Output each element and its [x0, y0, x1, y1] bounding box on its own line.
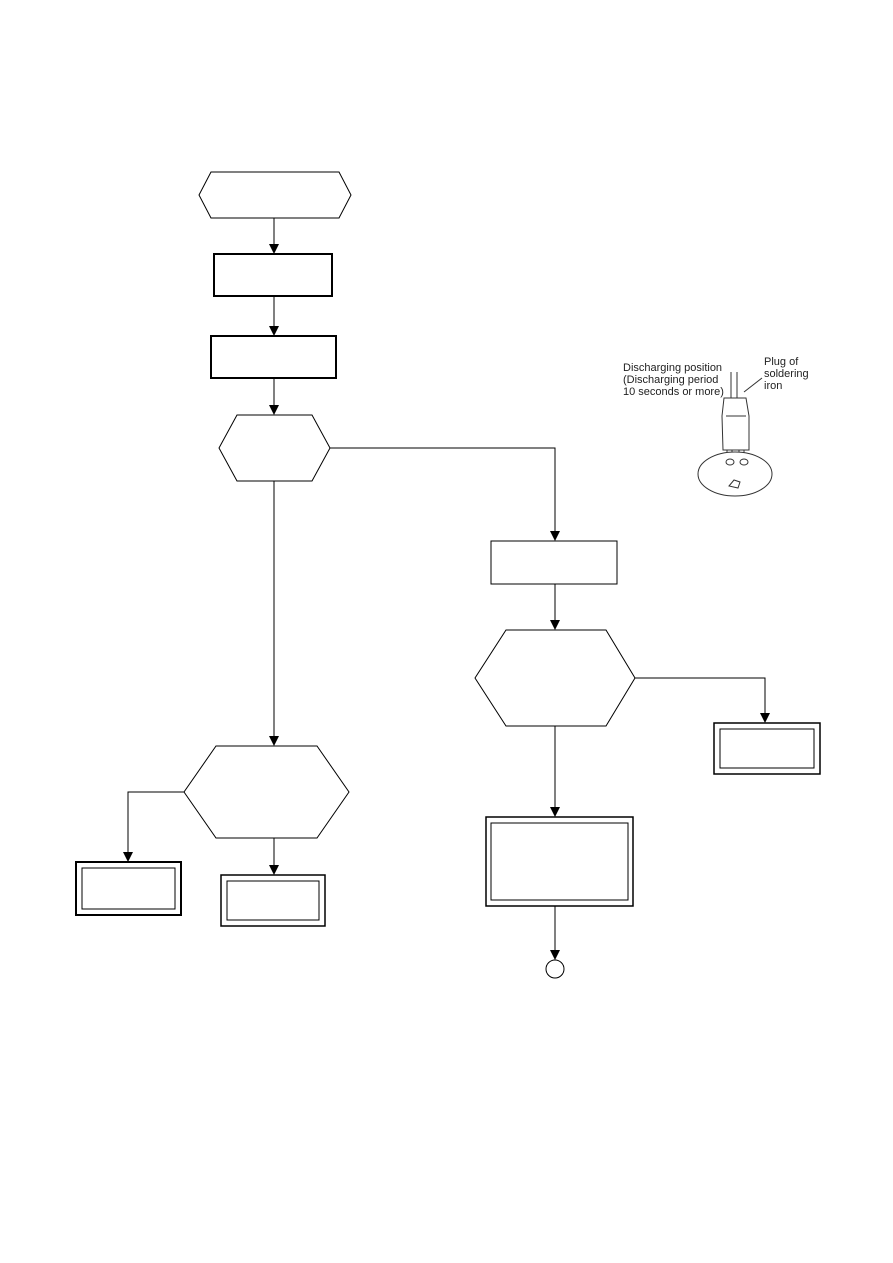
illus-caption-left-3: 10 seconds or more) [623, 386, 724, 398]
arrow-decision2-right [635, 677, 770, 723]
process-box-1 [213, 253, 333, 297]
illus-caption-right-1: Plug of [764, 356, 799, 368]
process-box-right [490, 540, 618, 585]
process-box-2 [210, 335, 337, 379]
result-box-left [75, 861, 182, 916]
discharge-illustration: Discharging position (Discharging period… [623, 356, 809, 497]
result-box-right [713, 722, 821, 775]
illus-caption-right-2: soldering [764, 368, 809, 380]
result-box-center [485, 816, 634, 907]
decision-2 [474, 629, 636, 727]
result-box-mid [220, 874, 326, 927]
arrow-decision1-right [330, 447, 560, 541]
arrow-decision3-left [123, 791, 184, 862]
start-terminal [198, 171, 352, 219]
illus-caption-left-2: (Discharging period [623, 374, 718, 386]
decision-1 [218, 414, 331, 482]
illus-caption-left-1: Discharging position [623, 362, 722, 374]
illus-caption-right-3: iron [764, 380, 782, 392]
decision-3 [183, 745, 350, 839]
connector-circle [545, 959, 565, 979]
